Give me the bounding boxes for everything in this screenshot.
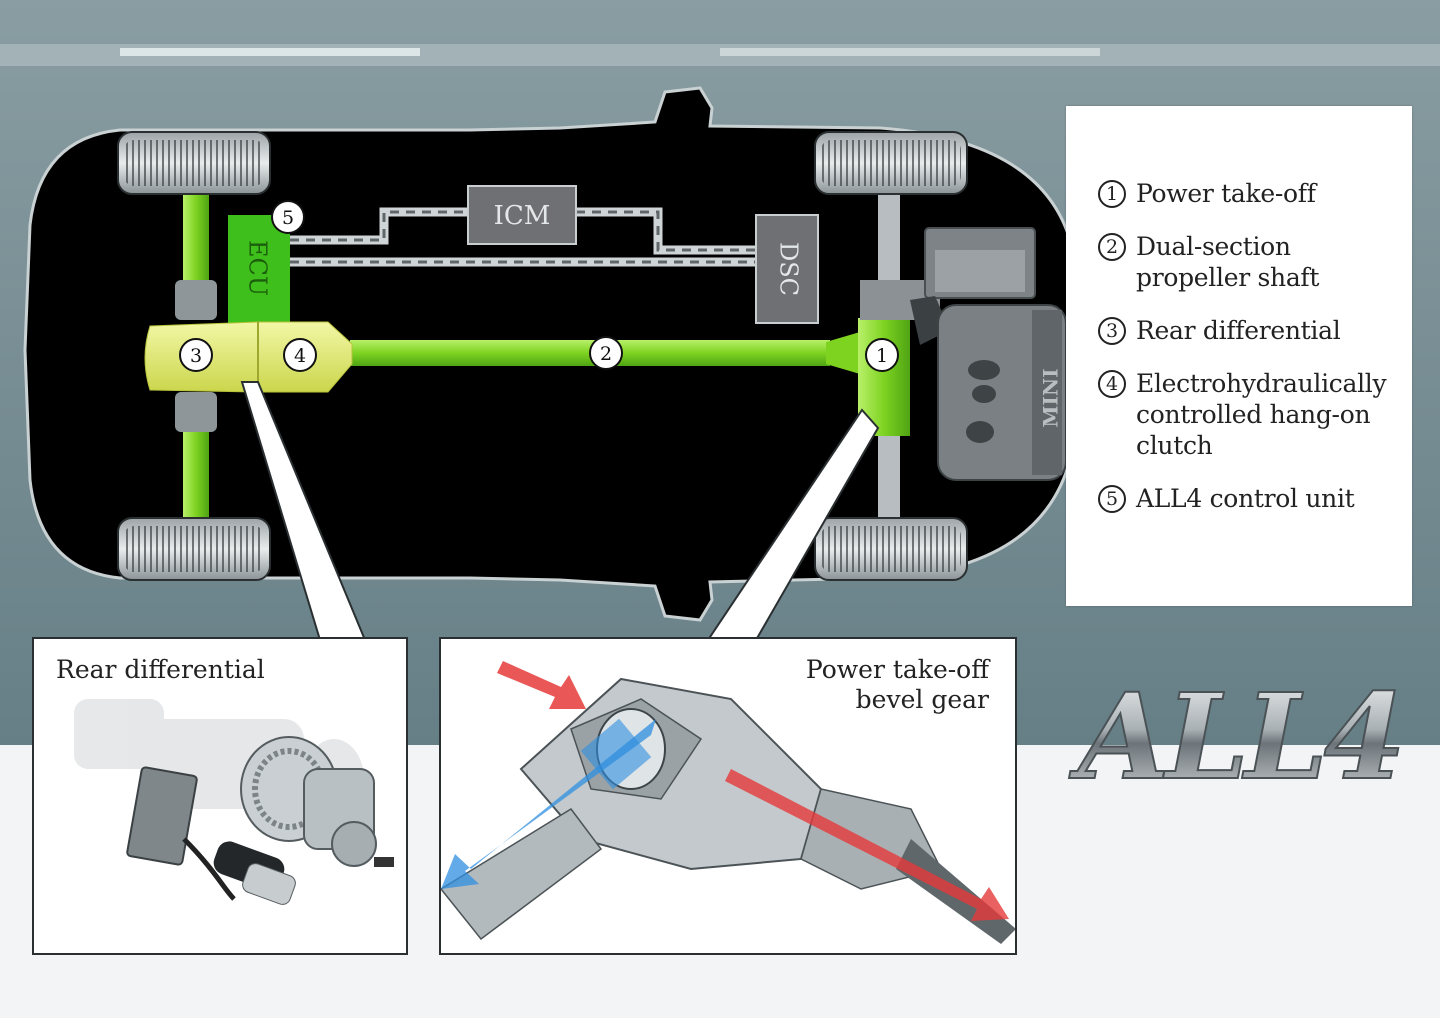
front-axle-lower [878,430,900,520]
torque-flow-red-arrow-in [497,661,586,709]
power-take-off-illustration [441,661,1015,944]
legend-number: 2 [1098,233,1126,261]
legend-item-rear-differential: 3 Rear differential [1098,315,1400,346]
marker-4: 4 [283,338,317,372]
legend-item-control-unit: 5 ALL4 control unit [1098,483,1400,514]
legend-number: 3 [1098,317,1126,345]
icm-label: ICM [494,201,551,231]
propeller-shaft-joint [826,332,860,374]
engine-block [860,227,1067,481]
all4-logo-text: ALL4 [1068,667,1402,806]
legend-text: Power take-off [1136,179,1316,208]
inset-pto-title: Power take-off bevel gear [689,655,989,715]
inset-rear-differential: Rear differential [32,637,408,955]
wheel-rear-left [117,131,271,195]
wheel-rear-right [117,517,271,581]
inset-pto-title-line2: bevel gear [855,685,989,714]
legend-text: Dual-section propeller shaft [1136,232,1320,292]
wheel-front-right [814,517,968,581]
svg-text:4: 4 [294,345,306,367]
inset-power-take-off: Power take-off bevel gear [439,637,1017,955]
engine-badge: MINI [1039,368,1063,427]
legend-item-hang-on-clutch: 4 Electrohydraulically controlled hang-o… [1098,368,1400,461]
wheel-front-left [814,131,968,195]
road-lane-line [120,48,420,56]
legend-number: 1 [1098,180,1126,208]
ecu-module [228,215,290,327]
legend-text: ALL4 control unit [1136,484,1355,513]
all4-logo: ALL4 [1067,666,1407,807]
dsc-label: DSC [775,242,803,296]
legend-item-propeller-shaft: 2 Dual-section propeller shaft [1098,231,1400,293]
icm-module [467,185,577,245]
torque-flow-blue-arrow [441,718,656,889]
svg-text:5: 5 [282,207,294,229]
legend-number: 4 [1098,370,1126,398]
rear-axle-boot [175,280,217,320]
marker-5: 5 [271,200,305,234]
marker-2: 2 [589,336,623,370]
svg-text:2: 2 [600,343,612,365]
rear-axle-boot [175,392,217,432]
rear-differential-illustration [74,699,394,905]
torque-flow-red-arrow-out [725,769,1009,921]
road-lane-line [720,48,1100,56]
dsc-module [755,214,819,324]
legend-text: Rear differential [1136,316,1341,345]
legend-panel: 1 Power take-off 2 Dual-section propelle… [1066,106,1412,606]
inset-rear-title: Rear differential [56,655,265,684]
legend-text: Electrohydraulically controlled hang-on … [1136,369,1387,460]
ecu-label: ECU [244,240,272,296]
legend-number: 5 [1098,485,1126,513]
svg-text:1: 1 [876,345,888,367]
marker-1: 1 [865,338,899,372]
marker-3: 3 [179,338,213,372]
signal-lines [290,207,758,267]
legend-item-power-take-off: 1 Power take-off [1098,178,1400,209]
svg-text:3: 3 [190,345,202,367]
inset-pto-title-line1: Power take-off [805,655,989,684]
front-axle-upper [878,195,900,285]
